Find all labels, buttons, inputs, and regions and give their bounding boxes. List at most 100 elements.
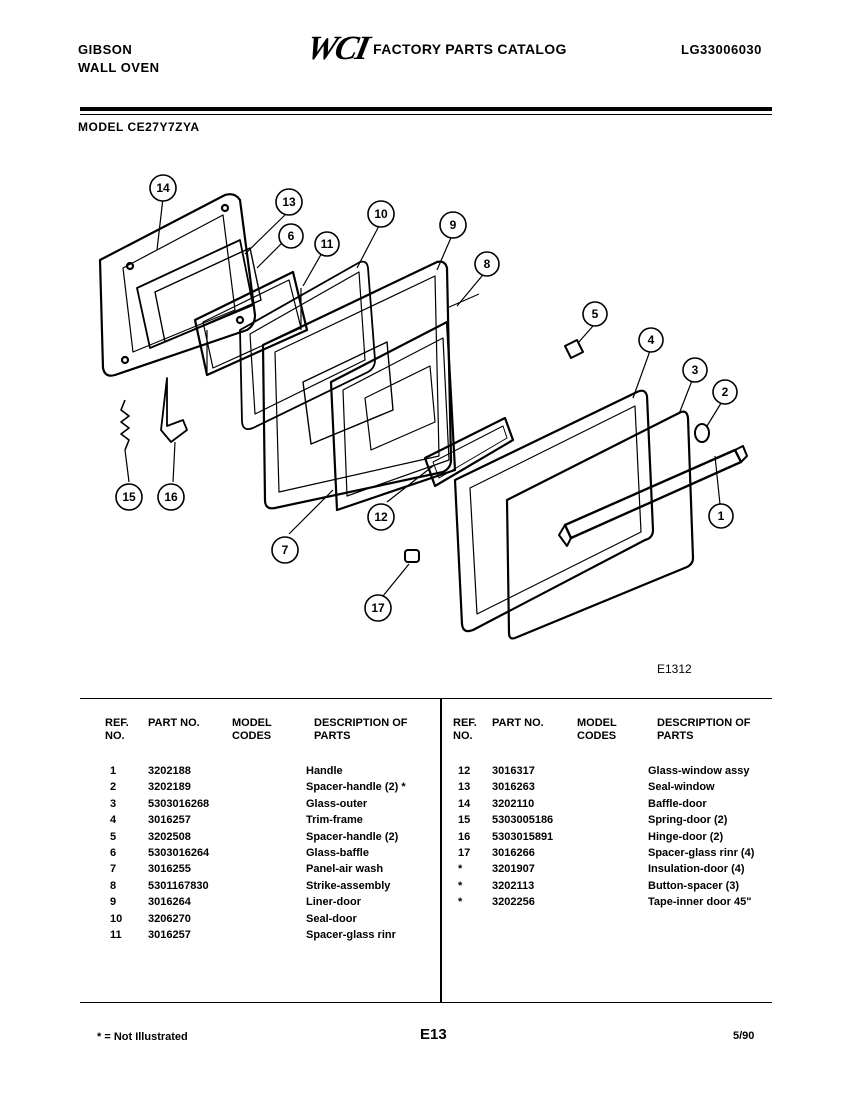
description-cell: Glass-outer bbox=[306, 797, 368, 810]
callout-12: 12 bbox=[374, 510, 388, 524]
description-cell: Spring-door (2) bbox=[648, 814, 728, 827]
ref-cell: * bbox=[458, 879, 463, 892]
part-number-cell: 5303005186 bbox=[492, 814, 554, 827]
ref-cell: 3 bbox=[110, 797, 117, 810]
catalog-brand: WCI FACTORY PARTS CATALOG bbox=[303, 30, 567, 68]
callout-6: 6 bbox=[288, 229, 295, 243]
ref-cell: * bbox=[458, 896, 463, 909]
description-cell: Baffle-door bbox=[648, 797, 707, 810]
part-number-cell: 3202188 bbox=[148, 765, 191, 777]
model-label: MODEL CE27Y7ZYA bbox=[78, 120, 200, 134]
callout-7: 7 bbox=[282, 543, 289, 557]
exploded-door-diagram: 14 13 6 11 10 9 8 5 4 3 2 1 15 16 7 12 1… bbox=[98, 174, 748, 640]
table-row: 8 5301167830 Strike-assembly bbox=[80, 878, 772, 894]
part-number-cell: 3202113 bbox=[492, 879, 535, 892]
callout-14: 14 bbox=[156, 181, 170, 195]
description-cell: Spacer-handle (2) * bbox=[306, 781, 406, 794]
part-number-cell: 3016257 bbox=[148, 814, 191, 827]
callout-9: 9 bbox=[450, 218, 457, 232]
table-row: 5 3202508 Spacer-handle (2) bbox=[80, 829, 772, 845]
description-cell: Glass-baffle bbox=[306, 847, 369, 859]
ref-cell: 7 bbox=[110, 863, 117, 876]
callout-13: 13 bbox=[282, 195, 296, 209]
description-cell: Trim-frame bbox=[306, 814, 363, 827]
ref-cell: 9 bbox=[110, 896, 117, 909]
part-number-cell: 3206270 bbox=[148, 912, 191, 925]
description-cell: Button-spacer (3) bbox=[648, 879, 740, 892]
callout-16: 16 bbox=[164, 490, 178, 504]
callout-1: 1 bbox=[718, 509, 725, 523]
col-header-part-right: PART NO. bbox=[492, 717, 544, 729]
col-header-desc: DESCRIPTION OF PARTS bbox=[314, 717, 408, 742]
table-row: 4 3016257 Trim-frame bbox=[80, 812, 772, 828]
ref-cell: 17 bbox=[458, 847, 471, 859]
callout-2: 2 bbox=[722, 385, 729, 399]
description-cell: Hinge-door (2) bbox=[648, 830, 724, 843]
col-header-part: PART NO. bbox=[148, 717, 200, 729]
col-header-model-right: MODEL CODES bbox=[577, 717, 617, 742]
header-rule bbox=[80, 107, 772, 111]
baffle-door-part bbox=[98, 193, 257, 377]
page-number: E13 bbox=[420, 1026, 447, 1043]
col-header-ref: REF. NO. bbox=[105, 717, 129, 742]
callout-3: 3 bbox=[692, 363, 699, 377]
part-number-cell: 3202110 bbox=[492, 797, 535, 810]
part-number-cell: 5303015891 bbox=[492, 830, 554, 843]
part-number-cell: 3016317 bbox=[492, 765, 535, 777]
ref-cell: 16 bbox=[458, 830, 471, 843]
description-cell: Strike-assembly bbox=[306, 879, 391, 892]
part-number-cell: 3201907 bbox=[492, 863, 535, 876]
callout-8: 8 bbox=[484, 257, 491, 271]
catalog-title: FACTORY PARTS CATALOG bbox=[373, 41, 567, 57]
ref-cell: 13 bbox=[458, 781, 471, 794]
footnote: * = Not Illustrated bbox=[97, 1031, 188, 1043]
callout-15: 15 bbox=[122, 490, 136, 504]
ref-cell: 4 bbox=[110, 814, 117, 827]
ref-cell: 1 bbox=[110, 765, 117, 777]
description-cell: Seal-door bbox=[306, 912, 357, 925]
table-row: 6 5303016264 Glass-baffle bbox=[80, 845, 772, 861]
revision-date: 5/90 bbox=[733, 1030, 755, 1042]
catalog-page: GIBSON WALL OVEN WCI FACTORY PARTS CATAL… bbox=[75, 30, 777, 1060]
table-row: 16 5303015891 Hinge-door (2) bbox=[80, 829, 772, 845]
figure-code: E1312 bbox=[657, 662, 692, 676]
ref-cell: * bbox=[458, 863, 463, 876]
parts-table: REF. NO. PART NO. MODEL CODES DESCRIPTIO… bbox=[80, 698, 772, 1003]
callout-11: 11 bbox=[321, 237, 334, 251]
col-header-model: MODEL CODES bbox=[232, 717, 272, 742]
callout-4: 4 bbox=[648, 333, 655, 347]
description-cell: Liner-door bbox=[306, 896, 361, 909]
description-cell: Seal-window bbox=[648, 781, 715, 794]
callout-10: 10 bbox=[374, 207, 388, 221]
ref-cell: 6 bbox=[110, 847, 117, 859]
part-number-cell: 5303016264 bbox=[148, 847, 210, 859]
col-header-desc-right: DESCRIPTION OF PARTS bbox=[657, 717, 751, 742]
col-header-ref-right: REF. NO. bbox=[453, 717, 477, 742]
product-type: WALL OVEN bbox=[78, 60, 160, 75]
ref-cell: 14 bbox=[458, 797, 471, 810]
brand-name: GIBSON bbox=[78, 42, 133, 57]
description-cell: Spacer-handle (2) bbox=[306, 830, 399, 843]
part-number-cell: 5301167830 bbox=[148, 879, 209, 892]
description-cell: Tape-inner door 45" bbox=[648, 896, 752, 909]
part-number-cell: 3202508 bbox=[148, 830, 191, 843]
description-cell: Handle bbox=[306, 765, 343, 777]
ref-cell: 12 bbox=[458, 765, 471, 777]
part-number-cell: 3016257 bbox=[148, 929, 191, 941]
part-number-cell: 3016255 bbox=[148, 863, 191, 876]
table-row: 14 3202110 Baffle-door bbox=[80, 796, 772, 812]
callout-17: 17 bbox=[371, 601, 385, 615]
table-row: * 3202113 Button-spacer (3) bbox=[80, 878, 772, 894]
description-cell: Spacer-glass rinr bbox=[306, 929, 396, 941]
table-row: 1 3202188 Handle bbox=[80, 763, 772, 779]
ref-cell: 8 bbox=[110, 879, 117, 892]
ref-cell: 5 bbox=[110, 830, 117, 843]
